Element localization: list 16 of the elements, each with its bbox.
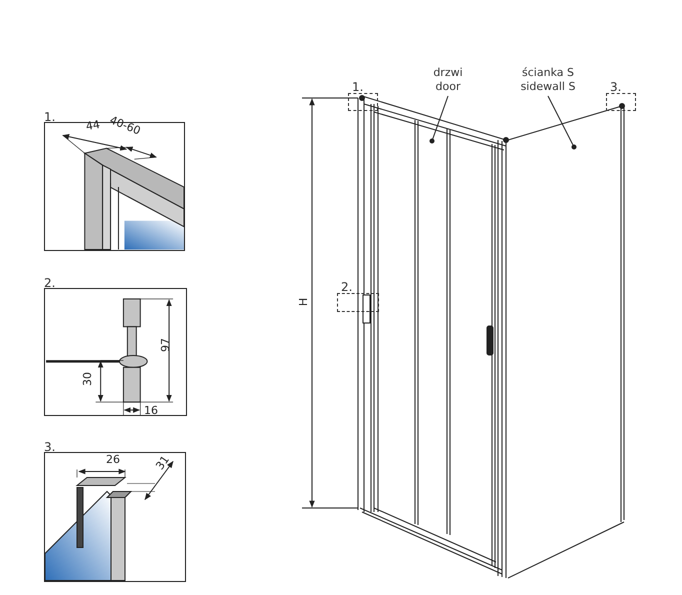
leader-line <box>430 96 448 144</box>
dimension-value: 30 <box>82 372 94 386</box>
dimension-value: 26 <box>106 454 120 466</box>
dimension-value: H <box>298 298 310 306</box>
leader-line <box>548 96 576 150</box>
callout-number: 1. <box>352 80 364 94</box>
part-label: ścianka S sidewall S <box>520 66 576 94</box>
detail-number: 3. <box>44 440 56 454</box>
dimension-value: 31 <box>154 454 172 472</box>
part-label: drzwi door <box>432 66 464 94</box>
dimension-value: 97 <box>160 338 172 352</box>
detail-number: 1. <box>44 110 56 124</box>
callout-number: 2. <box>341 280 352 294</box>
detail-number: 2. <box>44 276 56 290</box>
callout-number: 3. <box>610 80 622 94</box>
dimension-value: 16 <box>144 405 158 417</box>
